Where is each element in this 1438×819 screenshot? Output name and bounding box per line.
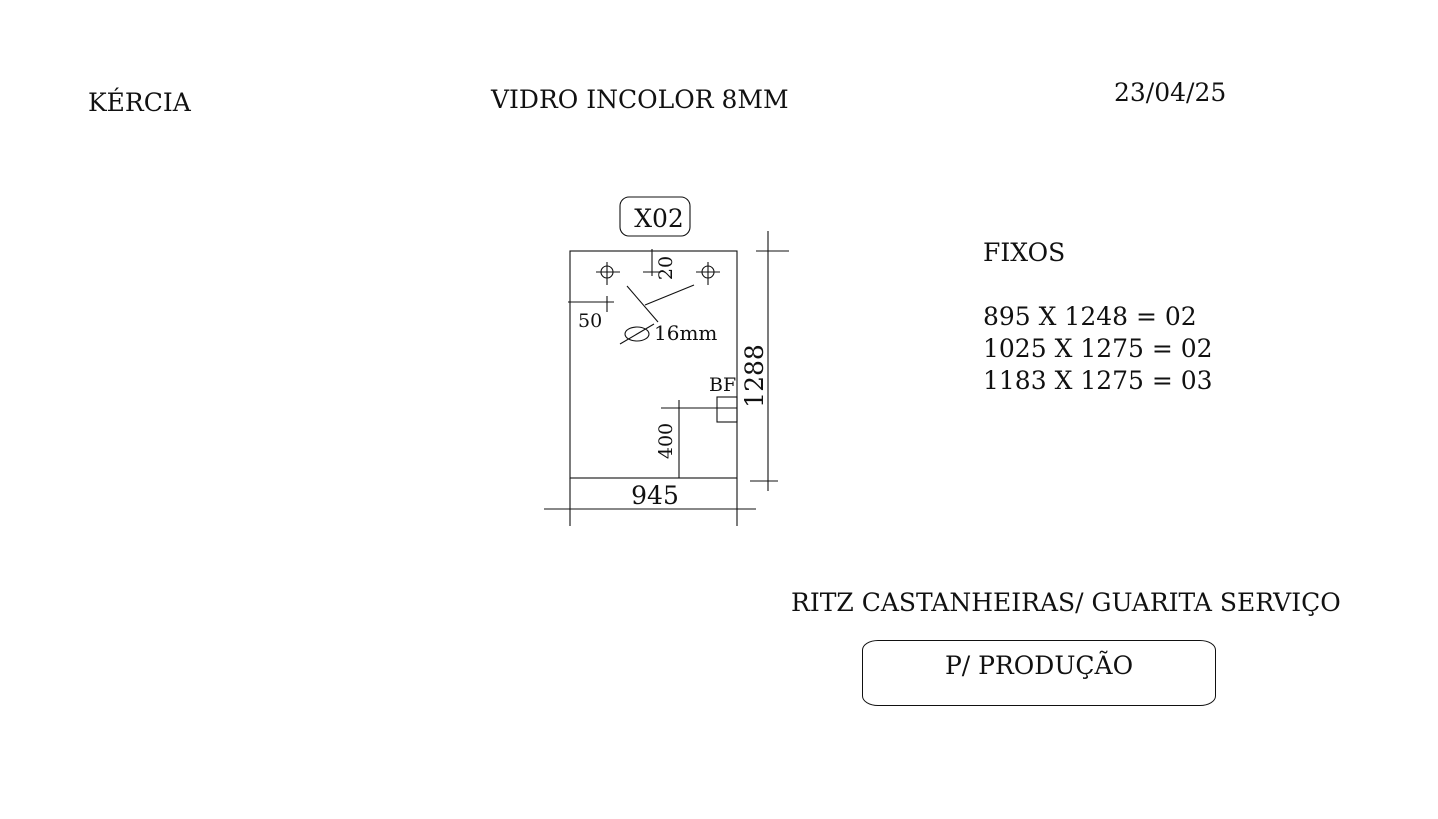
list-item: 895 X 1248 = 02	[983, 302, 1197, 331]
list-item: 1183 X 1275 = 03	[983, 366, 1213, 395]
project-title: RITZ CASTANHEIRAS/ GUARITA SERVIÇO	[791, 588, 1341, 617]
fixed-panels-list: 895 X 1248 = 02 1025 X 1275 = 02 1183 X …	[983, 301, 1213, 397]
bf-label: BF	[709, 374, 736, 396]
status-label: P/ PRODUÇÃO	[944, 651, 1134, 680]
bf-height-label: 400	[655, 423, 677, 459]
width-label: 945	[631, 481, 679, 510]
order-date: 23/04/25	[1114, 78, 1227, 107]
hole-top-offset-label: 20	[655, 256, 677, 280]
status-badge: P/ PRODUÇÃO	[862, 640, 1216, 706]
piece-id-box	[619, 196, 691, 237]
hole-top-offset-dimension	[643, 249, 661, 276]
width-dimension	[544, 478, 756, 526]
hole-leader-lines	[626, 284, 695, 323]
diameter-symbol-icon	[619, 323, 655, 345]
piece-id-label: X02	[634, 204, 684, 233]
hole-side-offset-label: 50	[578, 310, 602, 332]
bf-height-dimension	[661, 400, 737, 478]
glass-material: VIDRO INCOLOR 8MM	[491, 85, 789, 114]
height-dimension	[750, 231, 789, 491]
hole-side-offset-dimension	[568, 296, 614, 312]
fixed-panels-title: FIXOS	[983, 238, 1066, 267]
hole-diameter-label: 16mm	[654, 321, 717, 345]
hole-marker-left	[596, 262, 620, 285]
fixed-panels-section: FIXOS 895 X 1248 = 02 1025 X 1275 = 02 1…	[983, 240, 1213, 397]
glass-panel-outline	[569, 250, 738, 479]
bf-fixing-box	[716, 396, 738, 423]
client-name: KÉRCIA	[88, 88, 191, 117]
hole-marker-right	[696, 262, 720, 285]
list-item: 1025 X 1275 = 02	[983, 334, 1213, 363]
height-label: 1288	[740, 344, 769, 408]
